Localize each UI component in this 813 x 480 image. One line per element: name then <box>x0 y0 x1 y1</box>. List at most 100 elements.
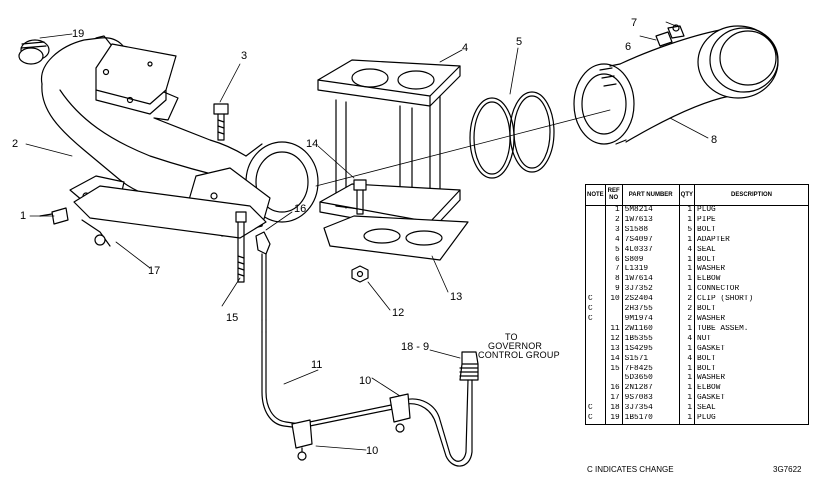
cell-ref <box>605 374 622 384</box>
cell-note <box>585 394 606 405</box>
cell-desc: GASKET <box>694 344 809 355</box>
cell-ref: 8 <box>614 275 620 284</box>
adapter-4 <box>317 59 461 233</box>
cell-desc: CLIP (SHORT) <box>694 295 809 306</box>
cell-desc: ELBOW <box>694 384 809 395</box>
cell-ref: 5 <box>614 245 620 254</box>
cell-ref: 9 <box>614 285 620 294</box>
callout-14: 14 <box>306 138 319 150</box>
header-ref-no: REF NO <box>604 184 623 206</box>
cell-ref: 12 <box>610 334 620 343</box>
cell-ref <box>605 305 622 315</box>
cell-desc: GASKET <box>694 394 809 405</box>
callout-5: 5 <box>516 36 523 48</box>
alignment-line <box>315 109 611 187</box>
cell-ref: 3 <box>614 225 620 234</box>
callout-4: 4 <box>462 42 469 54</box>
cell-part: 7S4097 <box>621 235 680 246</box>
cell-part: 2H3755 <box>621 305 680 315</box>
cell-part: 2N1287 <box>621 384 680 395</box>
cell-qty: 4 <box>679 354 696 365</box>
cell-desc: SEAL <box>694 245 809 256</box>
connector-9 <box>459 351 479 381</box>
cell-qty: 2 <box>679 295 696 306</box>
cell-part: 5M8214 <box>621 205 680 216</box>
cell-ref <box>605 315 622 325</box>
cell-note <box>585 334 606 345</box>
cell-desc: BOLT <box>694 255 809 266</box>
cell-qty: 2 <box>679 305 696 315</box>
cell-part: 3J7354 <box>621 404 680 415</box>
cell-qty: 1 <box>679 374 696 385</box>
cell-note: C <box>585 414 606 425</box>
cell-note <box>585 225 606 236</box>
cell-qty: 1 <box>679 215 696 226</box>
cell-qty: 1 <box>679 384 696 395</box>
cell-ref: 18 <box>610 404 620 413</box>
callout-15: 15 <box>226 312 239 324</box>
callout-12: 12 <box>392 307 405 319</box>
drawing-code: 3G7622 <box>773 465 802 474</box>
callout-7: 7 <box>631 17 638 29</box>
cell-part: 2S2404 <box>621 295 680 306</box>
cell-ref: 6 <box>614 255 620 264</box>
bolt-6 <box>655 24 685 47</box>
cell-qty: 1 <box>679 275 696 286</box>
callout-11: 11 <box>311 359 323 371</box>
callout-10-upper: 10 <box>359 375 372 387</box>
nut-12 <box>351 265 369 283</box>
cell-part: S1571 <box>621 354 680 365</box>
cell-qty: 1 <box>679 265 696 276</box>
cell-part: 1B5170 <box>621 414 680 425</box>
cell-part: 9M1974 <box>621 314 680 325</box>
cell-note: C <box>585 314 606 325</box>
cell-part: 9S7083 <box>621 394 680 405</box>
cell-qty: 4 <box>679 245 696 256</box>
cell-desc: CONNECTOR <box>694 285 809 296</box>
callout-17: 17 <box>148 265 161 277</box>
cell-qty: 1 <box>679 255 696 266</box>
parts-table-header: NOTE REF NO PART NUMBER QTY DESCRIPTION <box>585 184 809 206</box>
parts-list-table: NOTE REF NO PART NUMBER QTY DESCRIPTION … <box>585 184 809 425</box>
header-part-number: PART NUMBER <box>621 184 680 206</box>
cell-part: 7F8425 <box>621 364 680 375</box>
callout-2: 2 <box>12 138 19 150</box>
cell-part: 2W1160 <box>621 324 680 335</box>
cell-desc: SEAL <box>694 404 809 415</box>
cell-qty: 2 <box>679 314 696 325</box>
cell-note <box>585 364 606 375</box>
clip-10-upper <box>389 393 411 433</box>
cell-qty: 1 <box>679 235 696 246</box>
cell-desc: ADAPTER <box>694 235 809 246</box>
cell-desc: WASHER <box>694 265 809 276</box>
cell-desc: PLUG <box>694 205 809 216</box>
callout-18-9: 18 - 9 <box>401 341 430 353</box>
bolt-15 <box>235 211 247 283</box>
cell-note <box>585 265 606 276</box>
header-note: NOTE <box>585 184 606 206</box>
cell-ref: 7 <box>614 265 620 274</box>
cell-note <box>585 384 606 395</box>
cell-note <box>585 245 606 256</box>
cell-ref: 15 <box>610 364 620 373</box>
cell-ref: 19 <box>605 414 623 425</box>
cell-desc: BOLT <box>694 305 809 315</box>
cell-qty: 1 <box>679 394 696 405</box>
header-description: DESCRIPTION <box>694 184 809 206</box>
leader-lines <box>25 21 709 451</box>
tube-assembly-11 <box>255 231 473 467</box>
